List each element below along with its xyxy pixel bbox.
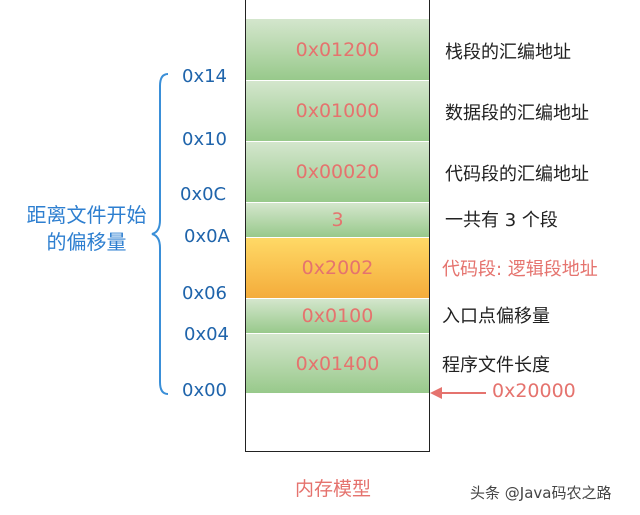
watermark: 头条 @Java码农之路 <box>470 484 612 502</box>
memory-cell-stack-segment: 0x01200 <box>246 18 429 80</box>
offset-label: 0x14 <box>182 66 228 87</box>
diagram-caption: 内存模型 <box>295 478 372 500</box>
curly-brace <box>151 73 169 395</box>
offset-label: 0x06 <box>182 283 228 304</box>
cell-value: 0x01400 <box>295 352 380 375</box>
offset-label: 0x0A <box>184 226 230 247</box>
cell-description-highlight: 代码段: 逻辑段地址 <box>442 259 598 280</box>
cell-value: 0x2002 <box>301 257 374 279</box>
cell-description: 程序文件长度 <box>442 355 550 376</box>
cell-description: 一共有 3 个段 <box>445 210 558 231</box>
cell-description: 代码段的汇编地址 <box>445 164 589 185</box>
memory-cell-segment-count: 3 <box>246 202 429 237</box>
offset-axis-label: 距离文件开始 的偏移量 <box>14 202 159 256</box>
offset-axis-label-line1: 距离文件开始 <box>26 203 147 227</box>
offset-axis-label-line2: 的偏移量 <box>46 230 127 254</box>
cell-description: 栈段的汇编地址 <box>445 42 571 63</box>
cell-description: 入口点偏移量 <box>442 306 550 327</box>
offset-label: 0x04 <box>184 324 230 345</box>
cell-value: 0x00020 <box>295 161 380 183</box>
memory-cell-data-segment: 0x01000 <box>246 80 429 141</box>
cell-description: 数据段的汇编地址 <box>445 103 589 124</box>
cell-value: 0x01200 <box>295 38 380 61</box>
memory-cell-code-logical-address: 0x2002 <box>246 237 429 298</box>
memory-cell-entry-offset: 0x0100 <box>246 298 429 333</box>
memory-cell-program-length: 0x01400 <box>246 333 429 393</box>
offset-label: 0x00 <box>182 380 228 401</box>
pointer-arrow <box>430 387 486 399</box>
offset-label: 0x0C <box>180 184 227 205</box>
offset-label: 0x10 <box>182 129 228 150</box>
cell-value: 3 <box>331 209 344 231</box>
memory-cell-code-segment: 0x00020 <box>246 141 429 202</box>
cell-value: 0x0100 <box>301 305 374 327</box>
cell-value: 0x01000 <box>295 100 380 122</box>
load-address-value: 0x20000 <box>492 380 576 402</box>
